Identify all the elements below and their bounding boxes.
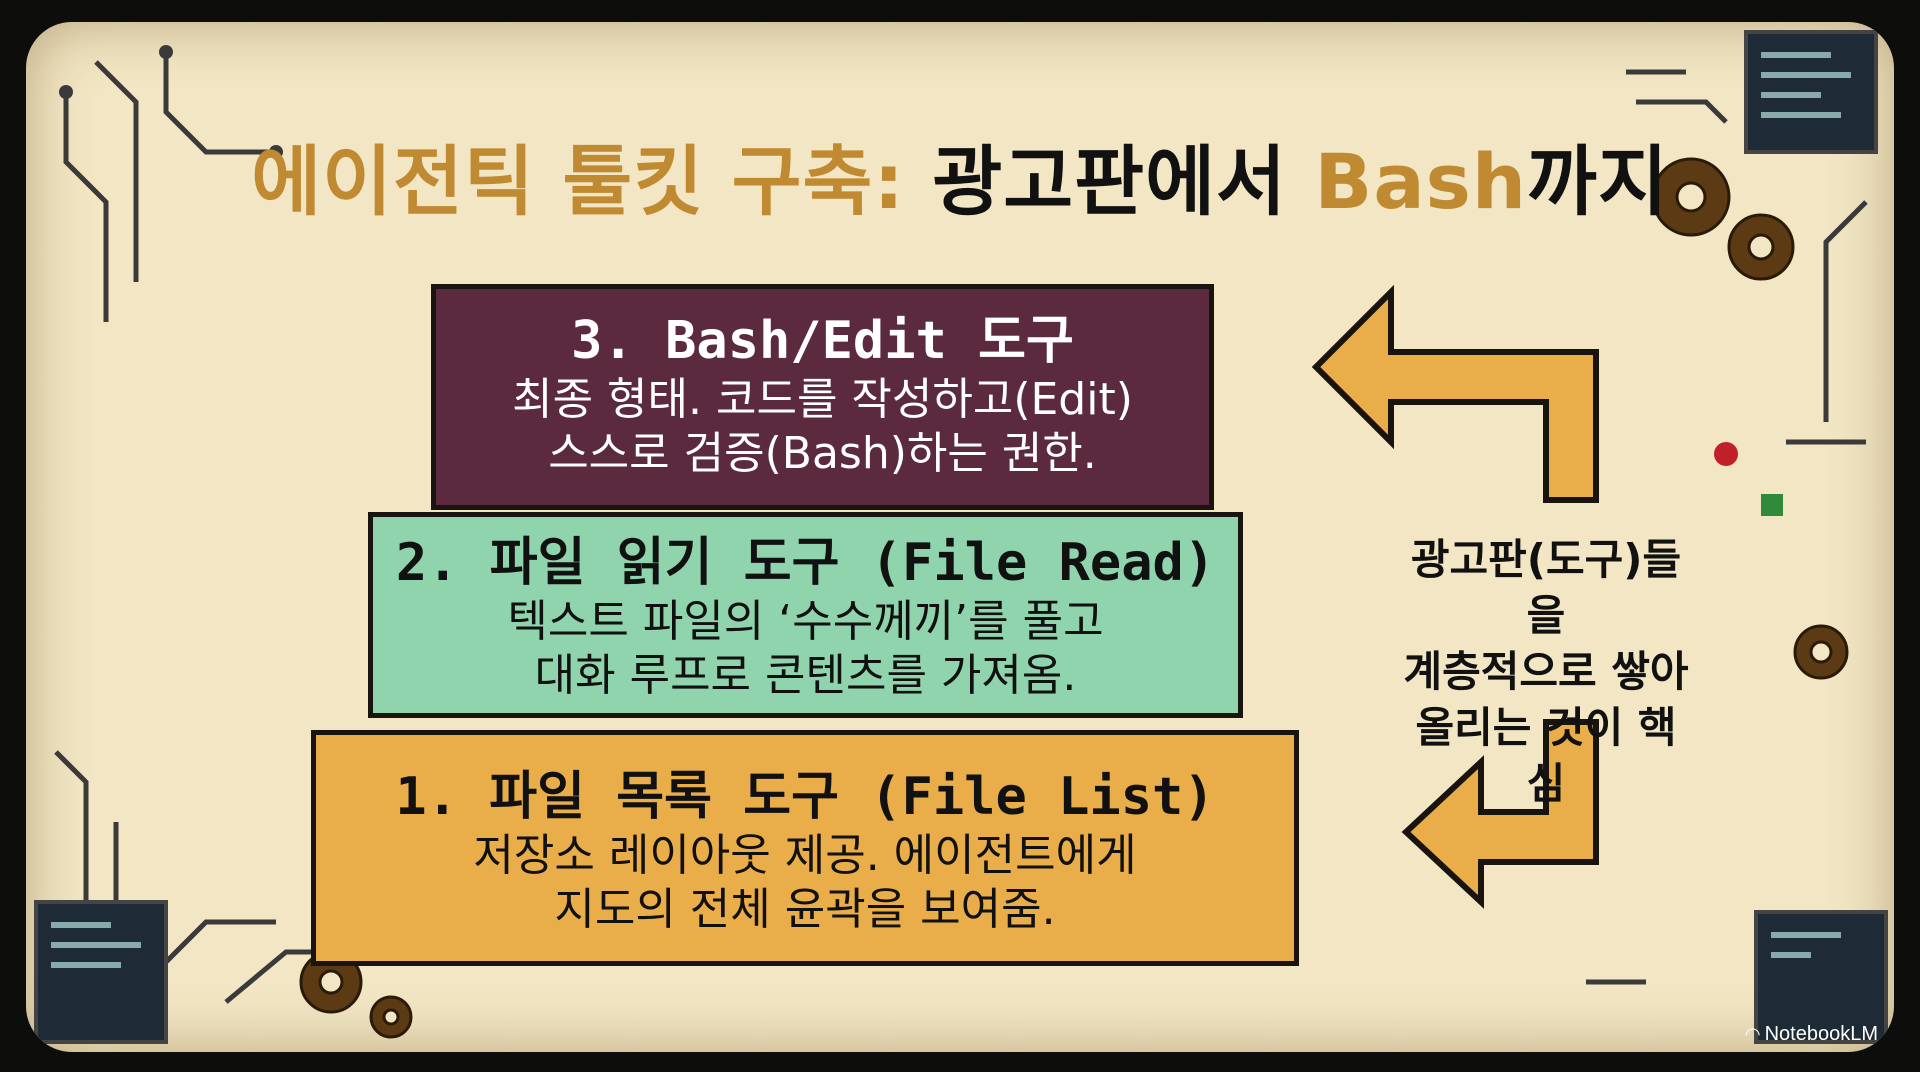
block-file-read-tool: 2. 파일 읽기 도구 (File Read) 텍스트 파일의 ‘수수께끼’를 … xyxy=(368,512,1243,718)
watermark-label: NotebookLM xyxy=(1764,1023,1878,1045)
gear-icon xyxy=(369,995,413,1039)
block-file-list-tool: 1. 파일 목록 도구 (File List) 저장소 레이아웃 제공. 에이전… xyxy=(311,730,1299,966)
decorations xyxy=(34,30,1888,1044)
led-icon xyxy=(1761,494,1783,516)
notebooklm-watermark: ◠NotebookLM xyxy=(1745,1023,1878,1046)
arrow-left-icon xyxy=(1401,719,1599,909)
terminal-window-icon xyxy=(1744,30,1878,154)
title-part-1: 에이전틱 툴킷 구축: xyxy=(251,137,905,226)
circuit-trace-left xyxy=(54,52,356,1004)
title-part-4: 까지 xyxy=(1526,137,1669,226)
slide-title: 에이전틱 툴킷 구축: 광고판에서 Bash까지 xyxy=(26,127,1894,237)
terminal-window-icon xyxy=(1754,910,1888,1044)
block-heading: 2. 파일 읽기 도구 (File Read) xyxy=(395,533,1216,593)
block-heading: 3. Bash/Edit 도구 xyxy=(571,311,1074,371)
block-bash-edit-tool: 3. Bash/Edit 도구 최종 형태. 코드를 작성하고(Edit) 스스… xyxy=(431,284,1214,510)
gear-icon xyxy=(1651,157,1731,237)
block-heading: 1. 파일 목록 도구 (File List) xyxy=(395,767,1215,827)
slide: 에이전틱 툴킷 구축: 광고판에서 Bash까지 3. Bash/Edit 도구… xyxy=(26,22,1894,1052)
arrow-up-left-icon xyxy=(1311,284,1599,503)
block-desc-line-1: 텍스트 파일의 ‘수수께끼’를 풀고 xyxy=(507,596,1104,647)
gear-icon xyxy=(1727,213,1795,281)
side-note-line-1: 광고판(도구)들을 xyxy=(1410,535,1682,640)
title-part-2: 광고판에서 xyxy=(932,137,1287,226)
block-desc-line-2: 지도의 전체 윤곽을 보여줌. xyxy=(554,884,1056,935)
led-icon xyxy=(1714,442,1738,466)
side-note-line-2: 계층적으로 쌓아 xyxy=(1403,647,1689,696)
title-part-3: Bash xyxy=(1314,137,1527,226)
block-desc-line-2: 대화 루프로 콘텐츠를 가져옴. xyxy=(534,650,1077,701)
terminal-window-icon xyxy=(34,900,168,1044)
circuit-trace-right xyxy=(1586,69,1868,985)
block-desc-line-1: 최종 형태. 코드를 작성하고(Edit) xyxy=(512,374,1133,425)
side-note-line-3: 올리는 것이 핵심 xyxy=(1415,703,1677,808)
block-desc-line-1: 저장소 레이아웃 제공. 에이전트에게 xyxy=(473,830,1137,881)
gear-icon xyxy=(1793,624,1849,680)
side-note: 광고판(도구)들을 계층적으로 쌓아 올리는 것이 핵심 xyxy=(1401,532,1691,812)
block-desc-line-2: 스스로 검증(Bash)하는 권한. xyxy=(548,428,1097,479)
notebooklm-logo-icon: ◠ xyxy=(1744,1024,1761,1044)
